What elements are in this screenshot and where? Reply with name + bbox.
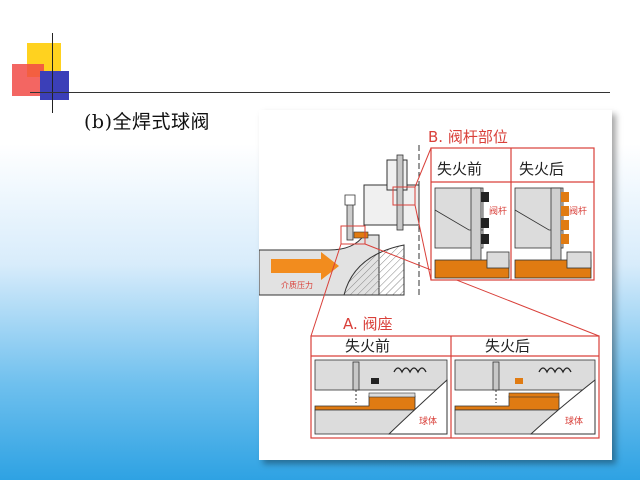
stem-detail-panel: B. 阀杆部位 失火前 失火后 阀杆 阀杆	[428, 128, 595, 281]
seat-after-label: 失火后	[485, 337, 530, 355]
stem-label-before: 阀杆	[489, 205, 507, 217]
seat-callout-frame	[340, 225, 366, 245]
decor-blue-square	[40, 71, 69, 100]
ball-label-after: 球体	[565, 415, 583, 427]
decor-horizontal-rule	[30, 92, 610, 93]
seat-detail-panel: A. 阀座 失火前 失火后 球体 球体	[310, 315, 600, 439]
seat-section-title: A. 阀座	[343, 315, 393, 333]
medium-pressure-label: 介质压力	[281, 280, 313, 290]
slide-title: (b)全焊式球阀	[84, 111, 210, 133]
stem-before-label: 失火前	[437, 160, 482, 178]
ball-label-before: 球体	[419, 415, 437, 427]
medium-pressure-arrow: 介质压力	[271, 252, 339, 290]
stem-callout-frame	[392, 186, 416, 206]
decor-vertical-line	[52, 33, 53, 113]
valve-figure: 介质压力 B. 阀杆部位 失火前 失火后 阀杆 阀杆	[259, 110, 612, 460]
valve-diagram: 介质压力 B. 阀杆部位 失火前 失火后 阀杆 阀杆	[259, 128, 600, 439]
decor-red-square	[12, 64, 44, 96]
stem-section-title: B. 阀杆部位	[428, 128, 508, 146]
stem-after-label: 失火后	[519, 160, 564, 178]
seat-before-label: 失火前	[345, 337, 390, 355]
stem-label-after: 阀杆	[569, 205, 587, 217]
